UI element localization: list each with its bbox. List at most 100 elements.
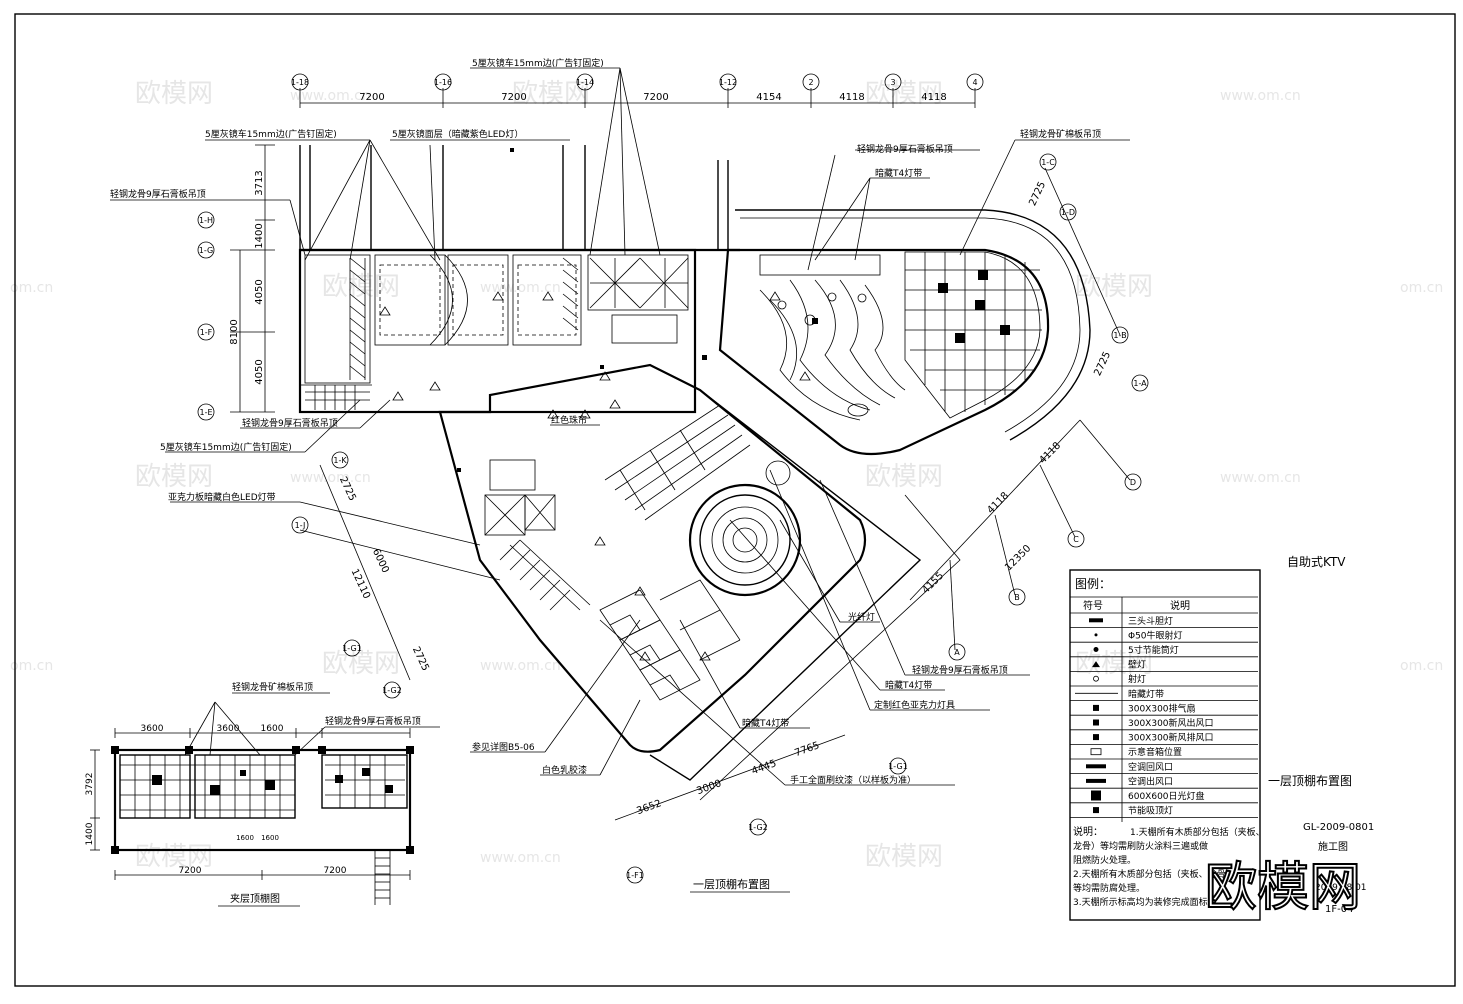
grid-axis-bubble: 1-D xyxy=(1061,208,1075,217)
dim-label: 12350 xyxy=(1003,543,1033,573)
annotation-label: 轻钢龙骨矿棉板吊顶 xyxy=(1020,128,1101,140)
annotation-label: 亚克力板暗藏白色LED灯带 xyxy=(168,491,276,503)
dim-label: 1600 xyxy=(236,834,254,842)
watermark-url: www.om.cn xyxy=(1220,88,1301,104)
annotation-label: 轻钢龙骨9厚石膏板吊顶 xyxy=(242,417,338,429)
legend-symbol-icon xyxy=(1092,661,1100,668)
grid-axis-bubble: C xyxy=(1073,535,1079,544)
watermark-brand: 欧模网 xyxy=(135,79,213,109)
dim-label: 3792 xyxy=(85,773,95,796)
annotation-label: 5厘灰镜面层（暗藏紫色LED灯） xyxy=(392,128,523,140)
grid-axis-bubble: 1-G xyxy=(199,246,213,255)
top-dimension-chain: 7200 7200 7200 4154 4118 4118 1-18 1-16 … xyxy=(291,73,984,108)
dim-label: 2725 xyxy=(410,645,431,673)
legend-row-label: Φ50牛眼射灯 xyxy=(1128,629,1183,641)
dim-label: 4118 xyxy=(839,92,864,103)
legend-symbol-icon xyxy=(1093,675,1099,682)
annotation-label: 轻钢龙骨9厚石膏板吊顶 xyxy=(110,188,206,200)
watermark-brand: 欧模网 xyxy=(322,272,400,302)
grid-axis-bubble: 3 xyxy=(890,78,895,87)
annotation-label: 光纤灯 xyxy=(848,611,875,623)
watermark-logo: 欧模网 xyxy=(1205,858,1361,918)
dim-label: 4118 xyxy=(1037,440,1063,466)
legend-row-label: 射灯 xyxy=(1128,673,1146,685)
dim-label: 1600 xyxy=(261,834,279,842)
dim-label: 4050 xyxy=(254,279,265,304)
legend-note: 2.天棚所有木质部分包括（夹板、龙骨） xyxy=(1073,868,1235,880)
grid-axis-bubble: 1-G2 xyxy=(382,686,402,695)
drawing-date: 2009.08.01 xyxy=(1315,883,1367,893)
legend-symbol-icon xyxy=(1086,764,1106,769)
dim-label: 2725 xyxy=(1092,350,1113,378)
dim-label: 4155 xyxy=(920,570,946,596)
dim-label: 2725 xyxy=(1027,180,1048,208)
dim-label: 3000 xyxy=(695,778,723,797)
legend-row-label: 暗藏灯带 xyxy=(1128,688,1164,700)
dim-label: 7765 xyxy=(793,740,821,759)
grid-axis-bubble: B xyxy=(1014,593,1020,602)
annotation-label: 参见详图B5-06 xyxy=(472,741,535,753)
grid-axis-bubble: 1-G1 xyxy=(342,644,362,653)
legend-symbol-icon xyxy=(1093,719,1099,726)
dim-label: 6000 xyxy=(370,547,391,575)
watermark-url: www.om.cn xyxy=(290,470,371,486)
annotation-label: 轻钢龙骨9厚石膏板吊顶 xyxy=(325,715,421,727)
grid-axis-bubble: 1-J xyxy=(295,521,306,530)
dim-label: 7200 xyxy=(501,92,526,103)
grid-axis-bubble: 1-E xyxy=(199,408,212,417)
legend-note: 3.天棚所示标高均为装修完成面标高。 xyxy=(1073,896,1226,908)
watermark-url-layer: www.om.cn www.om.cn om.cn www.om.cn om.c… xyxy=(10,88,1443,866)
annotation-label: 轻钢龙骨9厚石膏板吊顶 xyxy=(857,143,953,155)
annotation-label: 5厘灰镜车15mm边(广告钉固定) xyxy=(205,128,337,140)
grid-axis-bubble: 1-G1 xyxy=(888,762,908,771)
grid-axis-bubble: 1-F xyxy=(200,328,213,337)
legend-symbol-icon xyxy=(1093,734,1099,741)
mezzanine-plan: 3600 3600 1600 7200 7200 3792 1400 xyxy=(85,724,414,907)
legend-symbol-icon xyxy=(1089,618,1103,623)
legend-note: 1.天棚所有木质部分包括（夹板、 xyxy=(1130,826,1265,838)
legend-symbol-icon xyxy=(1086,778,1106,783)
grid-axis-bubble: 1-12 xyxy=(719,78,737,87)
watermark-brand: 欧模网 xyxy=(135,842,213,872)
annotation-label: 暗藏T4灯带 xyxy=(742,717,789,729)
mezzanine-title: 夹层顶棚图 xyxy=(230,892,280,905)
legend-row-label: 壁灯 xyxy=(1128,659,1146,671)
annotation-label: 轻钢龙骨9厚石膏板吊顶 xyxy=(912,664,1008,676)
watermark-brand: 欧模网 xyxy=(1075,649,1153,679)
grid-axis-bubble: 1-B xyxy=(1113,331,1126,340)
legend-symbol-icon xyxy=(1093,647,1099,652)
grid-axis-bubble: 1-K xyxy=(333,456,347,465)
dim-label: 7200 xyxy=(179,866,202,876)
legend-symbol-icon xyxy=(1094,633,1098,637)
watermark-url: om.cn xyxy=(1400,658,1443,674)
dim-label: 3652 xyxy=(635,798,663,817)
legend-row-label: 空调回风口 xyxy=(1128,761,1173,773)
watermark-brand: 欧模网 xyxy=(135,462,213,492)
annotation-label: 手工全面刷纹漆（以样板为准） xyxy=(790,774,916,786)
building-outline xyxy=(298,145,1091,801)
legend-row-label: 示意音箱位置 xyxy=(1128,746,1182,758)
annotation-label: 红色珠帘 xyxy=(551,414,587,426)
legend-note: 龙骨）等均需刷防火涂料三遍或做 xyxy=(1073,840,1208,852)
legend-note: 等均需防腐处理。 xyxy=(1073,882,1145,894)
dim-label: 3713 xyxy=(254,170,265,195)
watermark-brand: 欧模网 xyxy=(865,79,943,109)
legend-header-desc: 说明 xyxy=(1170,599,1190,612)
plan-title: 一层顶棚布置图 xyxy=(693,877,770,891)
grid-axis-bubble: 1-G2 xyxy=(748,823,768,832)
drawing-title: 一层顶棚布置图 xyxy=(1268,773,1352,788)
legend-note: 阻燃防火处理。 xyxy=(1073,854,1136,866)
legend-row-label: 节能吸顶灯 xyxy=(1128,805,1173,817)
annotation-label: 定制红色亚克力灯具 xyxy=(874,699,955,711)
grid-axis-bubble: 4 xyxy=(972,78,977,87)
drawing-stage: 施工图 xyxy=(1318,840,1348,853)
grid-axis-bubble: 1-14 xyxy=(576,78,594,87)
legend-row-label: 300X300排气扇 xyxy=(1128,702,1196,714)
annotation-label: 5厘灰镜车15mm边(广告钉固定) xyxy=(160,441,292,453)
grid-axis-bubble: 1-H xyxy=(199,216,213,225)
watermark-brand: 欧模网 xyxy=(865,842,943,872)
legend-symbol-icon xyxy=(1090,748,1102,756)
legend-symbol-icon xyxy=(1091,790,1101,801)
